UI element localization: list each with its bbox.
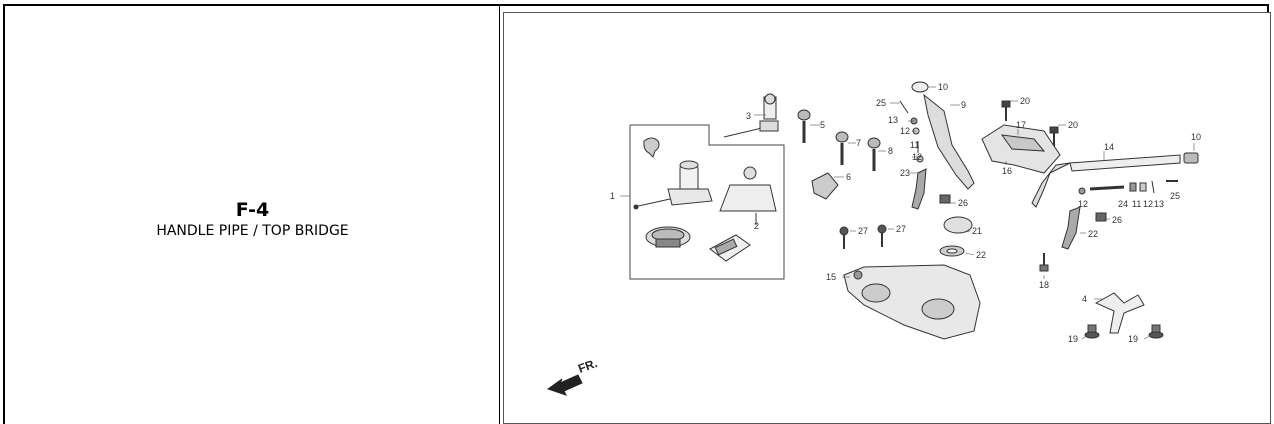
callout-20-b: 20 (1068, 120, 1078, 130)
callout-13-right: 13 (1154, 199, 1164, 209)
callout-12-c: 12 (1078, 199, 1088, 209)
callout-26-a: 26 (958, 198, 968, 208)
callout-2: 2 (754, 221, 759, 231)
callout-6: 6 (846, 172, 851, 182)
callout-7: 7 (856, 138, 861, 148)
part-bolt-19-b (1148, 324, 1164, 339)
part-bolt-27-a (839, 226, 849, 249)
part-lock-plate (719, 166, 777, 225)
part-small-key-clip (643, 137, 660, 158)
part-lever-guard-22-right (1061, 206, 1081, 250)
part-bolt-20-a (1001, 100, 1011, 121)
part-bolt-19-a (1084, 324, 1100, 339)
parts-diagram: 1 2 3 4 5 6 7 8 9 10 10 11 11 12 12 12 1… (503, 12, 1271, 424)
callout-19-b: 19 (1128, 334, 1138, 344)
direction-label: FR. (576, 356, 599, 376)
part-cap-21 (943, 216, 973, 234)
callout-25-left: 25 (876, 98, 886, 108)
callout-23: 23 (900, 168, 910, 178)
part-key-5 (797, 109, 811, 143)
callout-12-d: 12 (1143, 199, 1153, 209)
callout-16: 16 (1002, 166, 1012, 176)
part-handle-holder (981, 124, 1061, 174)
section-title: HANDLE PIPE / TOP BRIDGE (156, 223, 349, 239)
part-bracket-6 (811, 172, 839, 200)
part-handle-pipe-14 (1031, 154, 1181, 208)
callout-26-b: 26 (1112, 215, 1122, 225)
callout-10-right: 10 (1191, 132, 1201, 142)
parts-diagram-svg: 1 2 3 4 5 6 7 8 9 10 10 11 11 12 12 12 1… (546, 81, 1201, 396)
callout-18: 18 (1039, 280, 1049, 290)
part-ignition-switch (633, 160, 713, 210)
part-bolt-27-b (877, 224, 887, 247)
callout-5: 5 (820, 120, 825, 130)
part-key-fob (709, 234, 751, 262)
callout-25-right: 25 (1170, 191, 1180, 201)
part-bolt-20-b (1049, 126, 1059, 147)
callout-10-left: 10 (938, 82, 948, 92)
callout-1: 1 (610, 191, 615, 201)
callout-15: 15 (826, 272, 836, 282)
part-top-bridge-15 (843, 264, 981, 340)
part-washer-22 (939, 245, 965, 257)
part-nut-26-a (939, 194, 951, 204)
part-bracket-4 (1094, 292, 1145, 334)
part-round-cover (645, 226, 691, 248)
callout-9: 9 (961, 100, 966, 110)
callout-27-a: 27 (858, 226, 868, 236)
part-key-7 (835, 131, 849, 165)
leader-lines (620, 86, 1195, 340)
callout-11-right: 11 (1132, 199, 1141, 209)
part-hardware-row-right (1078, 180, 1178, 195)
part-key-8 (867, 137, 881, 171)
title-block: F-4 HANDLE PIPE / TOP BRIDGE (5, 199, 500, 240)
title-panel: F-4 HANDLE PIPE / TOP BRIDGE (5, 6, 500, 424)
page-frame: F-4 HANDLE PIPE / TOP BRIDGE (3, 4, 1271, 424)
callout-27-b: 27 (896, 224, 906, 234)
callout-21: 21 (972, 226, 982, 236)
part-hardware-stack-left (899, 100, 924, 163)
callout-17: 17 (1016, 120, 1026, 130)
callout-8: 8 (888, 146, 893, 156)
part-bolt-18 (1039, 253, 1049, 272)
callout-20-a: 20 (1020, 96, 1030, 106)
callout-13-left: 13 (888, 115, 898, 125)
callout-12-b: 12 (912, 152, 922, 162)
part-lever-guard-23 (911, 168, 927, 210)
callout-22-b: 22 (1088, 229, 1098, 239)
callout-24: 24 (1118, 199, 1128, 209)
part-nut-26-b (1095, 212, 1107, 222)
callout-14: 14 (1104, 142, 1114, 152)
callout-4: 4 (1082, 294, 1087, 304)
callout-11-left: 11 (910, 140, 919, 150)
part-switch-3 (723, 93, 779, 138)
section-code: F-4 (235, 199, 270, 221)
callout-3: 3 (746, 111, 751, 121)
lock-set-group-box (629, 124, 785, 280)
callout-22-a: 22 (976, 250, 986, 260)
front-direction-arrow-icon (546, 374, 583, 396)
callout-19-a: 19 (1068, 334, 1078, 344)
part-end-weight-right (1183, 152, 1199, 164)
part-lever-9 (911, 81, 975, 190)
callout-12-a: 12 (900, 126, 910, 136)
